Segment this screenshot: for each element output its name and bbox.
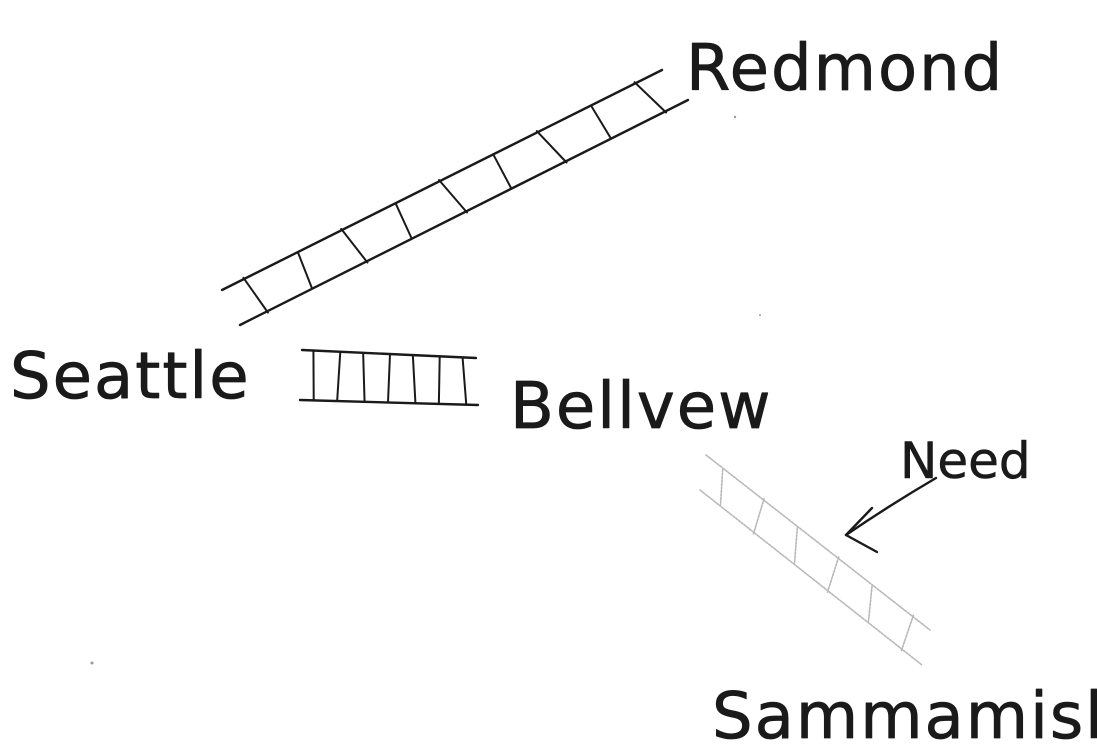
track-tie: [592, 107, 611, 138]
need-annotation: Need: [900, 432, 1031, 490]
city-label-bellevue: Bellvew: [510, 370, 772, 444]
track-rail: [222, 70, 662, 290]
track-tie: [494, 156, 511, 188]
track-tie: [341, 229, 367, 263]
track-seattle-bellevue: [300, 350, 478, 405]
track-rail: [706, 455, 930, 630]
track-tie: [363, 353, 364, 402]
track-rail: [240, 100, 688, 325]
pencil-speck: [91, 662, 94, 665]
track-rail: [700, 490, 922, 665]
track-tie: [337, 352, 340, 401]
track-tie: [388, 354, 390, 403]
track-tie: [243, 278, 267, 313]
city-label-sammamish: Sammamish: [712, 680, 1097, 753]
track-tie: [439, 180, 467, 213]
track-tie: [537, 131, 567, 162]
track-seattle-redmond: [222, 70, 688, 325]
track-tie: [795, 528, 798, 563]
track-tie: [721, 470, 723, 505]
track-tie: [828, 557, 839, 592]
track-tie: [439, 356, 440, 404]
city-label-redmond: Redmond: [686, 32, 1004, 106]
track-tie: [754, 499, 765, 534]
pencil-speck: [734, 116, 736, 118]
track-tie: [869, 586, 873, 621]
track-tie: [902, 615, 914, 650]
track-tie: [298, 253, 311, 287]
city-label-seattle: Seattle: [10, 340, 251, 414]
track-bellevue-sammamish-planned: [700, 455, 930, 665]
pencil-speck: [759, 314, 761, 316]
track-tie: [635, 82, 667, 112]
track-tie: [396, 204, 411, 237]
track-tie: [413, 355, 416, 403]
track-tie: [463, 357, 467, 404]
